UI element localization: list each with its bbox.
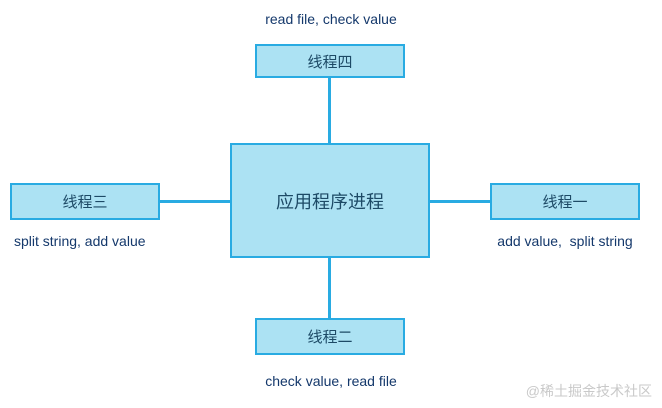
- annotation-bottom: check value, read file: [265, 373, 397, 389]
- node-thread-2-label: 线程二: [307, 329, 353, 346]
- connector-left-center: [160, 200, 230, 203]
- annotation-right: add value, split string: [497, 233, 633, 249]
- node-thread-3: 线程三: [10, 183, 160, 220]
- connector-bottom-center: [328, 258, 331, 318]
- node-thread-3-label: 线程三: [62, 194, 108, 211]
- annotation-left: split string, add value: [14, 233, 146, 249]
- connector-top-center: [328, 78, 331, 143]
- watermark: @稀土掘金技术社区: [525, 383, 652, 399]
- node-app-process-label: 应用程序进程: [276, 191, 384, 212]
- node-app-process: 应用程序进程: [230, 143, 430, 258]
- annotation-top: read file, check value: [265, 11, 397, 27]
- node-thread-4-label: 线程四: [307, 53, 353, 71]
- connector-right-center: [430, 200, 490, 203]
- node-thread-2: 线程二: [255, 318, 405, 355]
- node-thread-4: 线程四: [255, 44, 405, 78]
- node-thread-1: 线程一: [490, 183, 640, 220]
- node-thread-1-label: 线程一: [542, 194, 588, 211]
